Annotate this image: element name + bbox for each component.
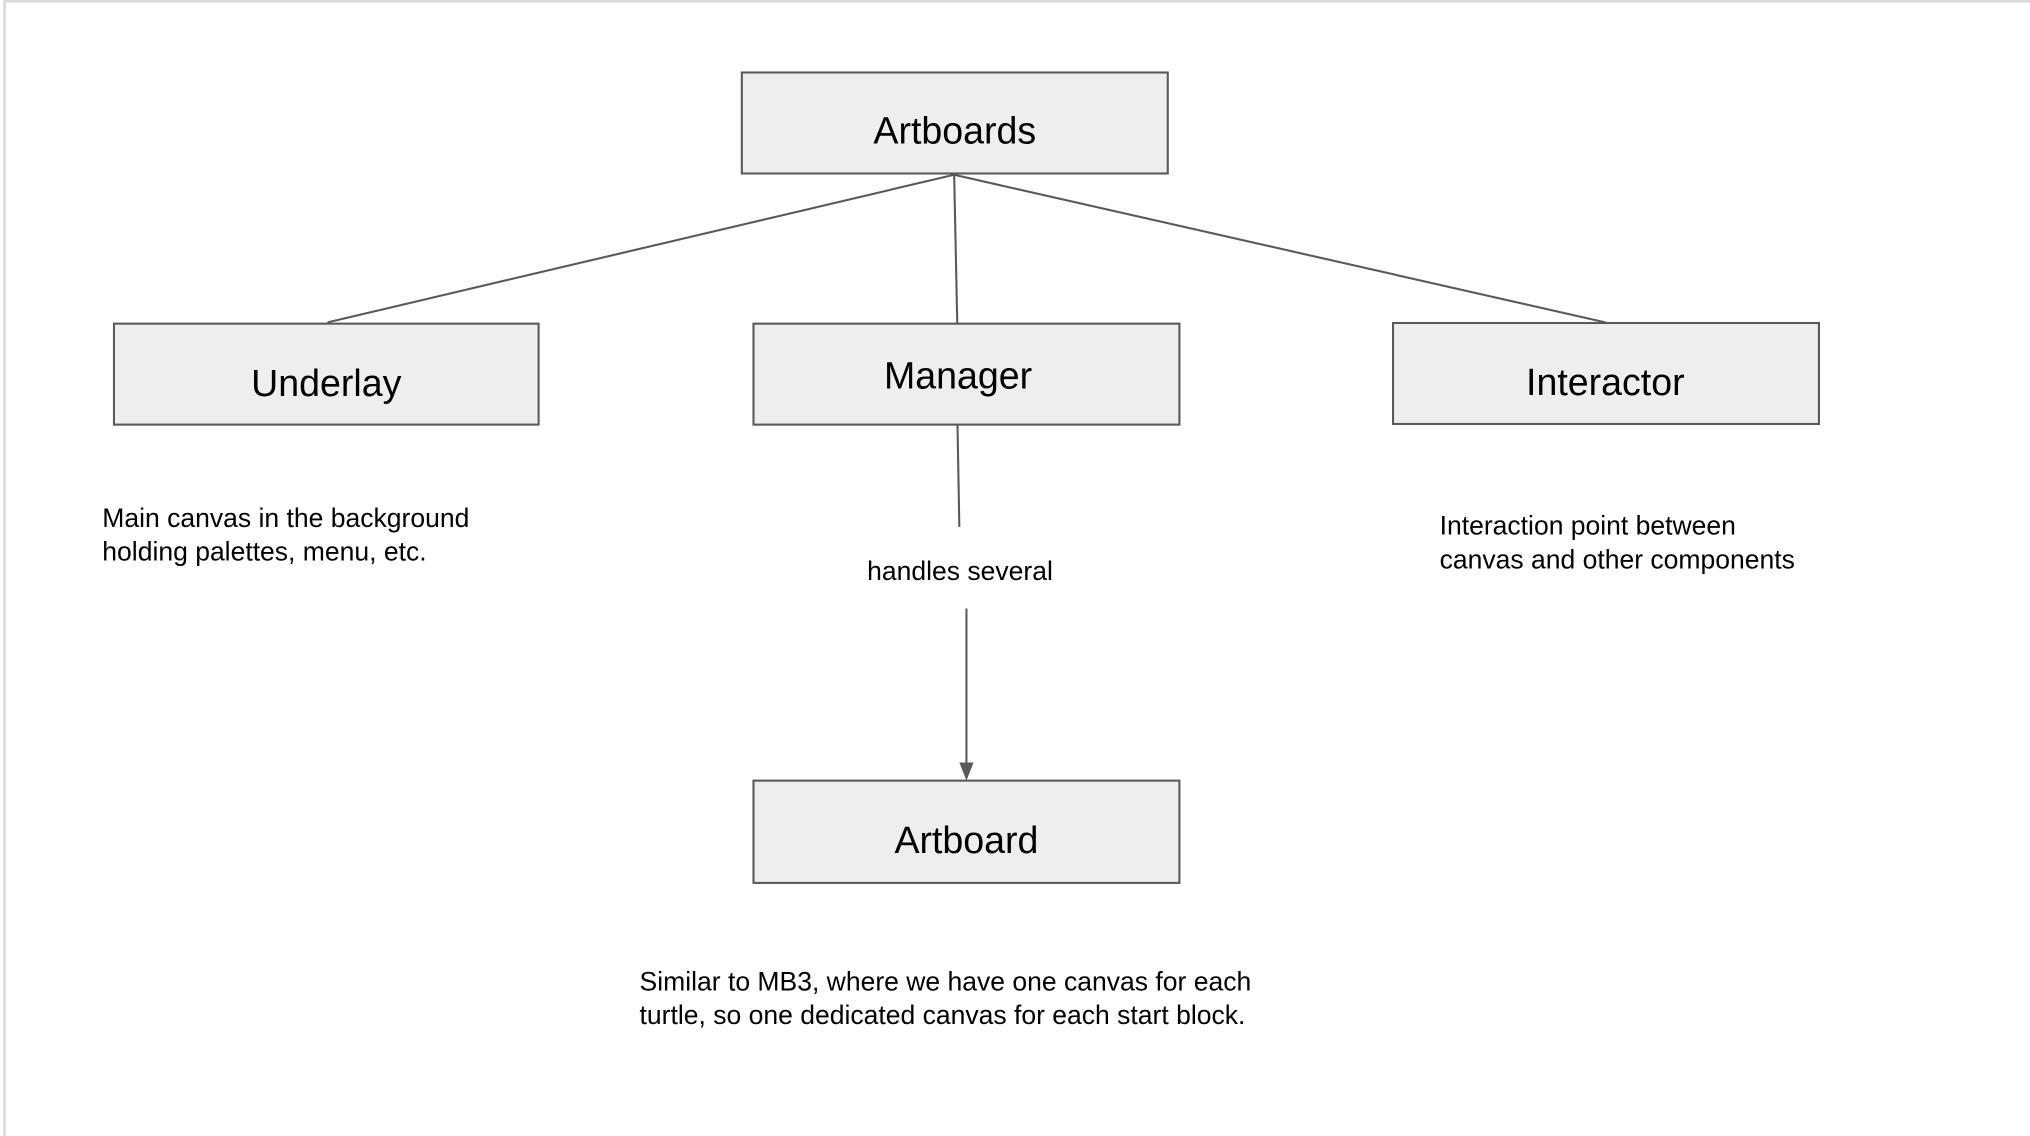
page-border xyxy=(3,0,2030,1136)
underlay-description: Main canvas in the background holding pa… xyxy=(102,503,476,567)
arrowhead-icon xyxy=(959,762,974,781)
edge-manager-label xyxy=(956,419,961,527)
edge-artboards-interactor xyxy=(953,173,1606,324)
node-underlay[interactable]: Underlay xyxy=(112,322,540,426)
artboard-description: Similar to MB3, where we have one canvas… xyxy=(640,966,1259,1030)
edge-artboards-manager xyxy=(953,174,959,331)
node-interactor[interactable]: Interactor xyxy=(1391,321,1820,426)
node-label: Interactor xyxy=(1526,361,1685,403)
node-artboard[interactable]: Artboard xyxy=(752,779,1181,884)
node-manager[interactable]: Manager xyxy=(752,322,1181,426)
node-label: Artboards xyxy=(873,110,1036,152)
node-label: Manager xyxy=(884,354,1032,396)
node-label: Artboard xyxy=(894,819,1038,861)
edge-label-handles-several: handles several xyxy=(867,556,1053,586)
interactor-description: Interaction point between canvas and oth… xyxy=(1440,511,1795,575)
edge-artboards-underlay xyxy=(327,173,955,324)
node-label: Underlay xyxy=(251,362,401,404)
node-artboards[interactable]: Artboards xyxy=(740,71,1169,175)
